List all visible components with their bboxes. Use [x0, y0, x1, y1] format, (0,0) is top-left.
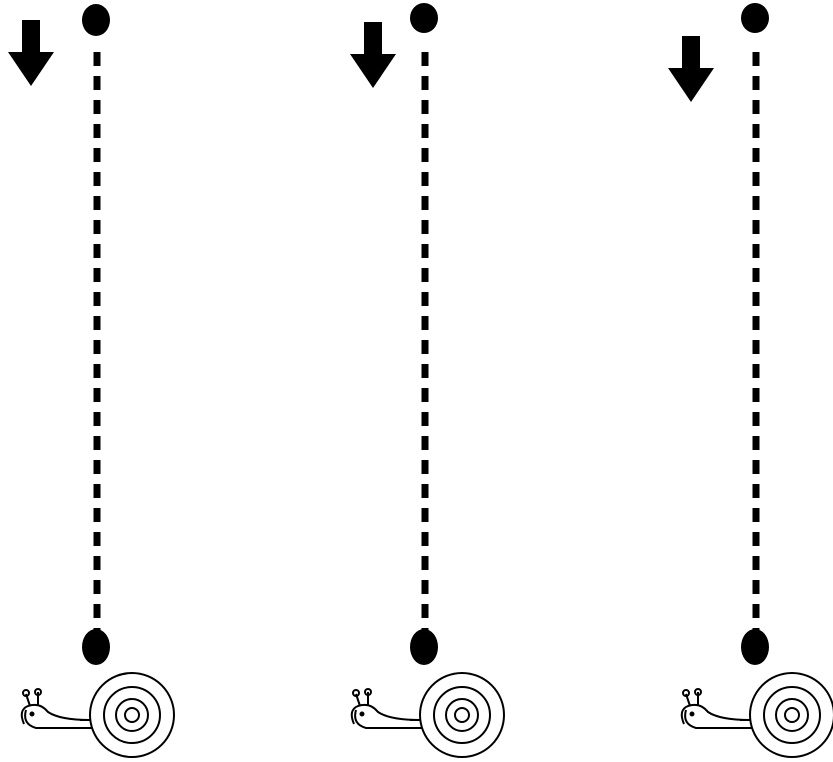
lane-1-drawing: [8, 4, 175, 758]
tracing-lane-2: [330, 0, 530, 762]
lane-3-drawing: [668, 3, 833, 758]
tracing-lane-3: [660, 0, 833, 762]
down-arrow-icon: [350, 22, 396, 88]
end-dot: [410, 629, 438, 665]
end-dot: [82, 629, 110, 665]
start-dot: [741, 3, 769, 33]
down-arrow-icon: [668, 36, 714, 102]
down-arrow-icon: [8, 20, 54, 86]
start-dot: [410, 3, 438, 33]
snail-icon: [680, 672, 833, 758]
snail-icon: [350, 672, 505, 758]
end-dot: [741, 629, 769, 665]
tracing-lane-1: [0, 0, 200, 762]
start-dot: [82, 4, 110, 36]
lane-2-drawing: [350, 3, 505, 758]
snail-icon: [20, 672, 175, 758]
